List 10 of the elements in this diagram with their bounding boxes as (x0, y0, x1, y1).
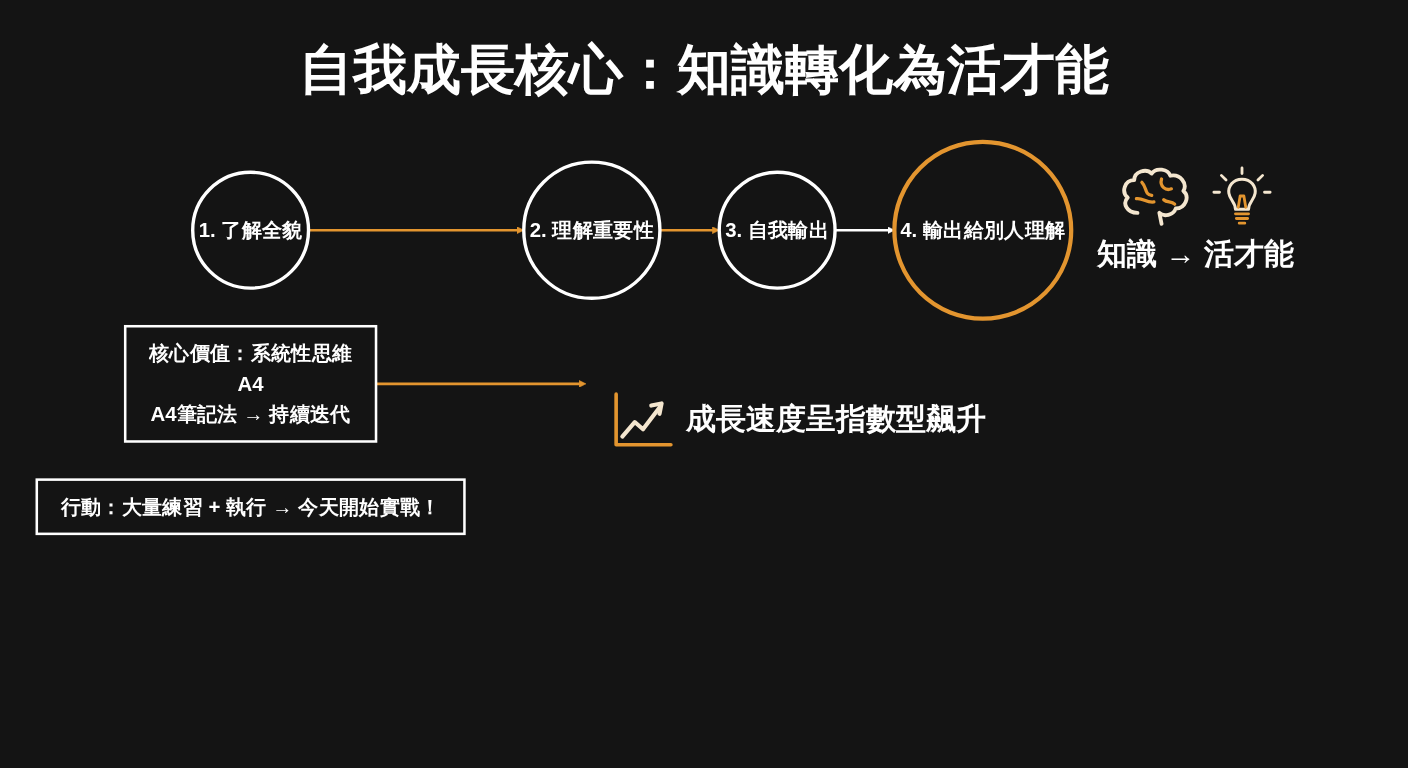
note-text: 成長速度呈指數型飆升 (685, 401, 986, 438)
arrow (376, 380, 587, 388)
node-circle: 4. 輸出給別人理解 (892, 139, 1074, 321)
node-box: 行動：大量練習 + 執行 → 今天開始實戰！ (35, 478, 466, 536)
node-box: 核心價值：系統性思維 A4 A4筆記法 → 持續迭代 (123, 324, 378, 443)
node-circle: 3. 自我輸出 (717, 170, 837, 290)
note-text: 知識 → 活才能 (1097, 235, 1294, 272)
node-circle: 1. 了解全貌 (191, 170, 311, 290)
title: 自我成長核心：知識轉化為活才能 (299, 38, 1109, 101)
node-circle: 2. 理解重要性 (522, 160, 662, 300)
